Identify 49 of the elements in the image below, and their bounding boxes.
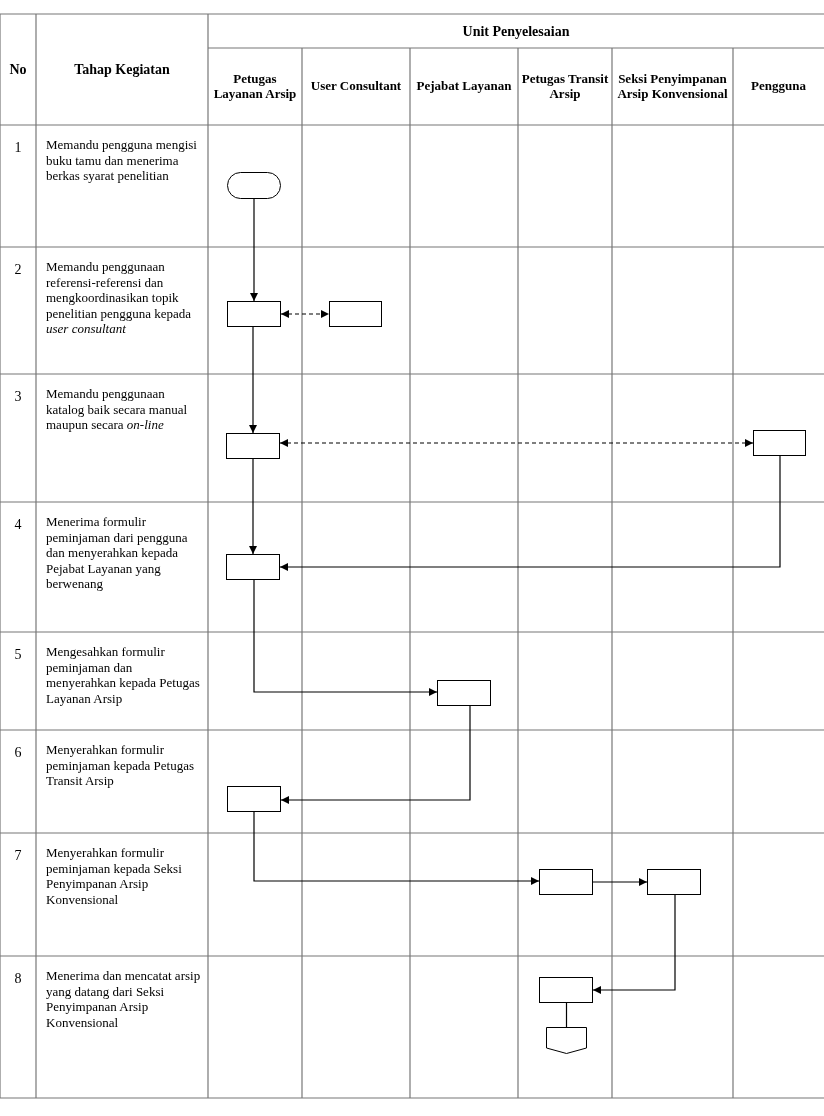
- arrow: [592, 878, 648, 886]
- row-number: 8: [13, 970, 23, 988]
- row-number: 5: [13, 646, 23, 664]
- activity-text: Memandu penggunaan katalog baik secara manual maupun secara on-line: [46, 386, 189, 433]
- column-header: No: [8, 61, 28, 79]
- row-number: 2: [13, 261, 23, 279]
- process-box: [647, 869, 701, 895]
- process-box: [329, 301, 382, 327]
- arrow: [249, 458, 257, 555]
- activity-text: Menyerahkan formulir peminjaman kepada Seksi Penyimpanan Arsip Konvensional: [46, 845, 183, 908]
- arrow: [253, 811, 540, 885]
- activity-text: Menerima dan mencatat arsip yang datang dari Seksi Penyimpanan Arsip Konvensional: [46, 968, 202, 1031]
- lane-header: User Consultant: [310, 79, 402, 94]
- process-box: [539, 977, 593, 1003]
- process-box: [227, 786, 281, 812]
- lane-header: Petugas Transit Arsip: [520, 71, 610, 102]
- lane-header: Pengguna: [751, 79, 806, 94]
- activity-text: Menyerahkan formulir peminjaman kepada Petugas Transit Arsip: [46, 742, 195, 789]
- arrow: [279, 439, 754, 447]
- process-box: [539, 869, 593, 895]
- activity-text: Menerima formulir peminjaman dari pengguna dan menyerahkan kepada Pejabat Layanan yang berwenang: [46, 514, 189, 592]
- column-header: Tahap Kegiatan: [73, 61, 171, 79]
- row-number: 6: [13, 744, 23, 762]
- column-header: Unit Penyelesaian: [461, 22, 571, 41]
- row-number: 3: [13, 388, 23, 406]
- process-box: [226, 554, 280, 580]
- off-page-connector: [546, 1027, 587, 1054]
- arrow: [280, 310, 330, 318]
- process-box: [226, 433, 280, 459]
- terminator-shape: [227, 172, 281, 199]
- lane-header: Petugas Layanan Arsip: [212, 71, 298, 102]
- row-number: 7: [13, 847, 23, 865]
- row-number: 4: [13, 516, 23, 534]
- lane-header: Pejabat Layanan: [416, 79, 512, 94]
- process-box: [437, 680, 491, 706]
- arrow: [253, 579, 438, 696]
- activity-text: Memandu pengguna mengisi buku tamu dan menerima berkas syarat penelitian: [46, 137, 198, 184]
- lane-header: Seksi Penyimpanan Arsip Konvensional: [616, 71, 729, 102]
- process-box: [753, 430, 806, 456]
- activity-text: Memandu penggunaan referensi-referensi dan mengkoordinasikan topik penelitian pengguna kepada user consultant: [46, 259, 193, 337]
- arrow: [279, 455, 781, 571]
- arrow: [592, 894, 676, 994]
- arrow: [280, 705, 471, 804]
- activity-text: Mengesahkan formulir peminjaman dan menyerahkan kepada Petugas Layanan Arsip: [46, 644, 201, 707]
- process-box: [227, 301, 281, 327]
- row-number: 1: [13, 139, 23, 157]
- arrow: [250, 198, 258, 302]
- arrow: [249, 326, 257, 434]
- connector-line: [565, 1002, 568, 1028]
